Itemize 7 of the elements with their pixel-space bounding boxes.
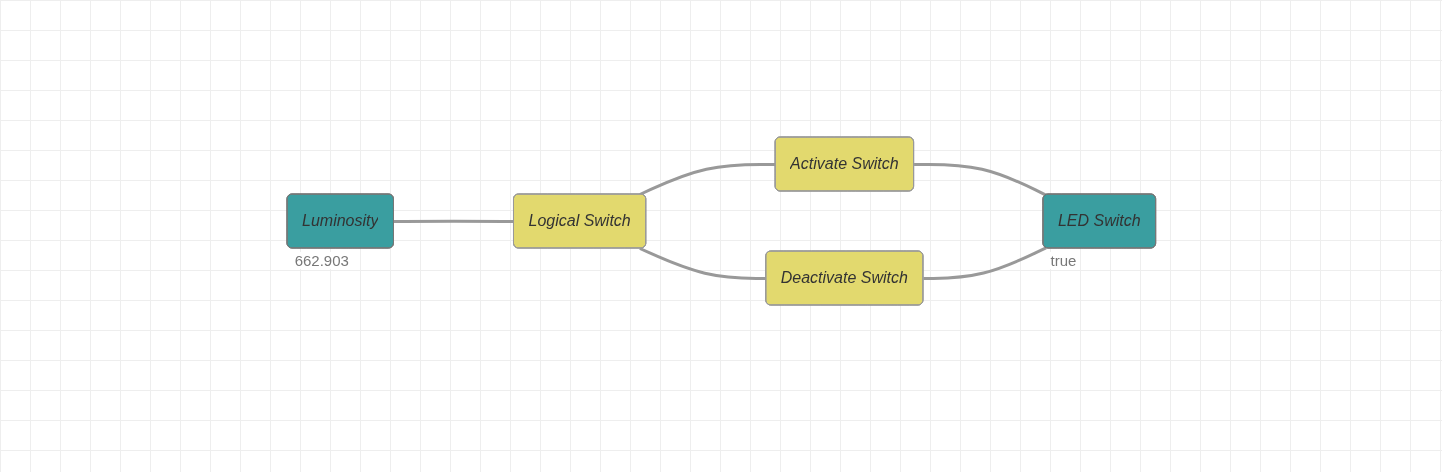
status-text: true (1048, 252, 1079, 269)
status-text: 662.903 (292, 252, 351, 269)
connector (923, 246, 1047, 280)
connector (913, 162, 1047, 197)
connector (638, 162, 776, 196)
connector (393, 219, 514, 223)
connector (638, 247, 766, 280)
